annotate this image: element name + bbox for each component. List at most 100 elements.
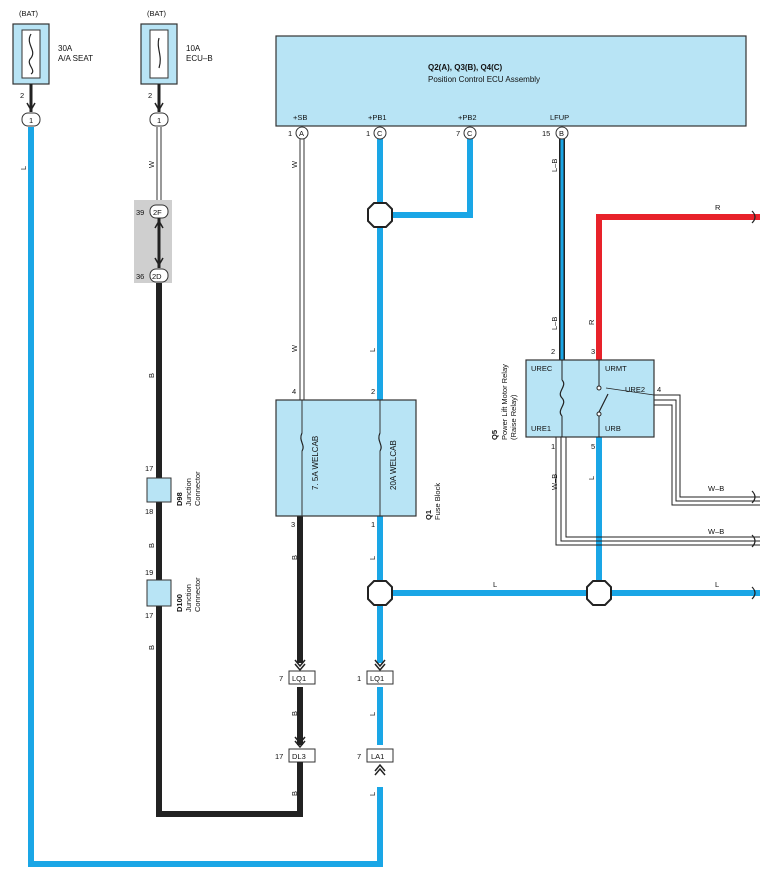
svg-text:7: 7 [456, 129, 460, 138]
svg-text:19: 19 [145, 568, 153, 577]
junction-2f-2d: 2F 39 2D 36 [134, 200, 172, 283]
svg-text:39: 39 [136, 208, 144, 217]
svg-text:L: L [715, 580, 719, 589]
svg-text:L: L [493, 580, 497, 589]
svg-text:10A: 10A [186, 44, 201, 53]
svg-text:B: B [290, 711, 299, 716]
wire-labels: L W B B B W W B B B L L L L L–B L–B R R … [19, 159, 724, 796]
svg-text:(BAT): (BAT) [19, 9, 39, 18]
svg-text:17: 17 [145, 464, 153, 473]
svg-text:Connector: Connector [193, 471, 202, 506]
svg-text:ECU–B: ECU–B [186, 54, 213, 63]
ecu-terminal-lfup: LFUP 15 B [542, 113, 569, 140]
svg-text:15: 15 [542, 129, 550, 138]
svg-text:2D: 2D [152, 272, 162, 281]
svg-text:B: B [290, 791, 299, 796]
svg-text:(Raise Relay): (Raise Relay) [509, 394, 518, 440]
svg-text:1: 1 [288, 129, 292, 138]
svg-text:7. 5A WELCAB: 7. 5A WELCAB [311, 436, 320, 490]
splice-node-bottom-left [367, 580, 393, 606]
svg-text:4: 4 [292, 387, 296, 396]
svg-text:7: 7 [279, 674, 283, 683]
svg-text:W–B: W–B [550, 474, 559, 490]
svg-text:L–B: L–B [550, 159, 559, 172]
svg-text:W–B: W–B [708, 527, 724, 536]
wire-WB-ure1 [555, 437, 760, 546]
fuse-aa-seat: (BAT) 30A A/A SEAT 2 1 [12, 9, 93, 127]
relay-q5: UREC URMT URE2 URE1 URB 2 3 4 1 5 Q5 Pow… [490, 347, 661, 451]
svg-text:L: L [19, 166, 28, 170]
svg-text:Connector: Connector [193, 577, 202, 612]
junction-connector-d98: 17 18 D98 Junction Connector [145, 464, 202, 516]
svg-text:LQ1: LQ1 [292, 674, 306, 683]
svg-text:1: 1 [29, 116, 33, 125]
svg-text:W: W [290, 344, 299, 352]
svg-text:1: 1 [366, 129, 370, 138]
wire-WB-ure2 [654, 394, 760, 506]
svg-text:UREC: UREC [531, 364, 553, 373]
svg-text:Junction: Junction [184, 584, 193, 612]
svg-text:1: 1 [157, 116, 161, 125]
svg-text:W: W [290, 160, 299, 168]
wire-L-left-loop [28, 127, 383, 867]
svg-text:URB: URB [605, 424, 621, 433]
svg-text:1: 1 [371, 520, 375, 529]
ecu-terminal-sb: +SB 1 A [288, 113, 309, 140]
svg-text:W: W [147, 160, 156, 168]
svg-text:DL3: DL3 [292, 752, 306, 761]
svg-text:+PB2: +PB2 [458, 113, 477, 122]
svg-text:L: L [368, 712, 377, 716]
splice-node-top [367, 202, 393, 228]
svg-text:L–B: L–B [550, 317, 559, 330]
svg-text:2: 2 [371, 387, 375, 396]
svg-text:L: L [368, 792, 377, 796]
svg-text:URE2: URE2 [625, 385, 645, 394]
svg-text:2: 2 [551, 347, 555, 356]
svg-text:36: 36 [136, 272, 144, 281]
fuse-block-q1: 7. 5A WELCAB 20A WELCAB 4 2 3 1 Q1 Fuse … [275, 387, 442, 529]
svg-text:B: B [147, 373, 156, 378]
connector-lq1-left: LQ1 7 [279, 659, 316, 685]
svg-text:17: 17 [145, 611, 153, 620]
svg-text:C: C [377, 129, 383, 138]
svg-text:7: 7 [357, 752, 361, 761]
ecu-terminal-pb1: +PB1 1 C [366, 113, 387, 140]
svg-text:2F: 2F [153, 208, 162, 217]
svg-text:Fuse Block: Fuse Block [433, 483, 442, 520]
wire-end-marks [751, 210, 756, 600]
svg-text:Junction: Junction [184, 478, 193, 506]
svg-text:1: 1 [551, 442, 555, 451]
svg-text:L: L [587, 476, 596, 480]
position-control-ecu: Q2(A), Q3(B), Q4(C) Position Control ECU… [275, 35, 747, 127]
svg-text:3: 3 [291, 520, 295, 529]
wire-B-left [156, 283, 303, 817]
svg-text:18: 18 [145, 507, 153, 516]
svg-text:L: L [368, 556, 377, 560]
svg-text:URMT: URMT [605, 364, 627, 373]
svg-text:20A WELCAB: 20A WELCAB [389, 440, 398, 490]
svg-text:Q5: Q5 [490, 430, 499, 440]
svg-text:+SB: +SB [293, 113, 307, 122]
svg-text:LQ1: LQ1 [370, 674, 384, 683]
svg-text:Power Lift Motor Relay: Power Lift Motor Relay [500, 364, 509, 440]
svg-text:R: R [587, 319, 596, 325]
svg-text:+PB1: +PB1 [368, 113, 387, 122]
wire-R [596, 214, 760, 360]
svg-text:2: 2 [148, 91, 152, 100]
ecu-terminal-pb2: +PB2 7 C [456, 113, 477, 140]
svg-text:A/A SEAT: A/A SEAT [58, 54, 93, 63]
svg-text:17: 17 [275, 752, 283, 761]
svg-text:URE1: URE1 [531, 424, 551, 433]
fuse-ecu-b: (BAT) 10A ECU–B 2 1 [140, 9, 213, 127]
splice-node-bottom-right [586, 580, 612, 606]
connector-la1: LA1 7 [357, 748, 394, 776]
svg-text:A: A [299, 129, 304, 138]
svg-text:Q2(A), Q3(B), Q4(C): Q2(A), Q3(B), Q4(C) [428, 63, 503, 72]
svg-text:R: R [715, 203, 721, 212]
svg-text:B: B [559, 129, 564, 138]
svg-text:LA1: LA1 [371, 752, 384, 761]
svg-text:30A: 30A [58, 44, 73, 53]
svg-text:B: B [147, 645, 156, 650]
junction-connector-d100: 19 17 D100 Junction Connector [145, 568, 202, 620]
